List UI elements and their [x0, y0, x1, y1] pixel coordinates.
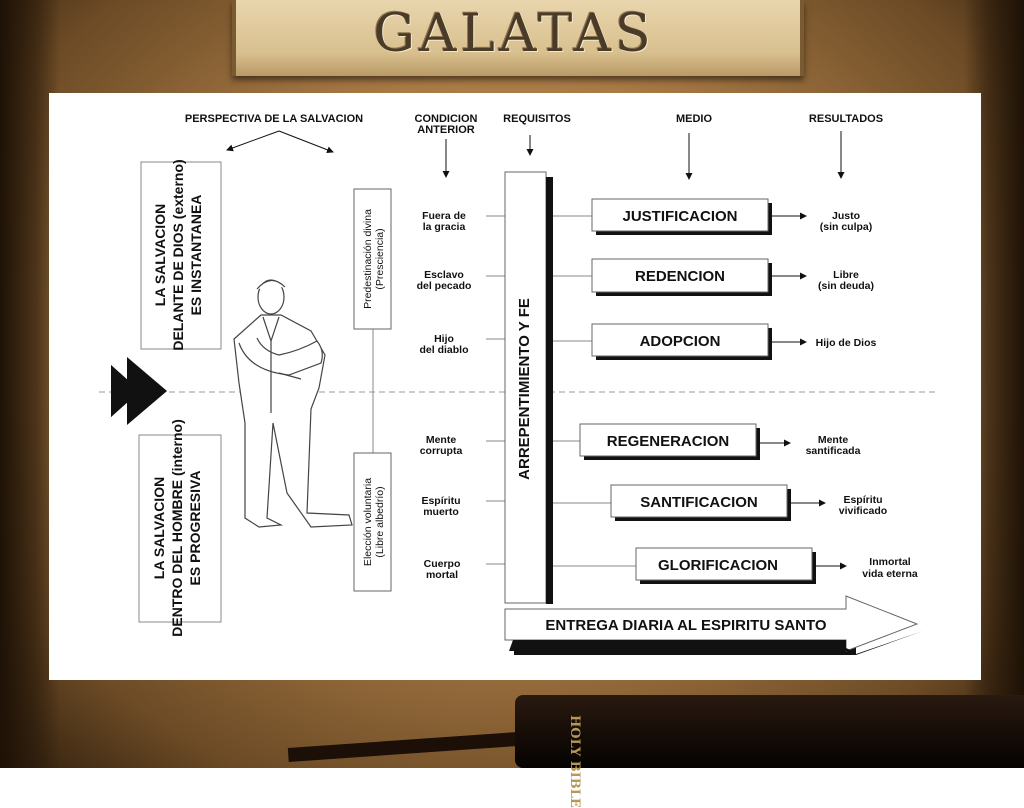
svg-text:JUSTIFICACION: JUSTIFICACION — [622, 208, 737, 225]
result-2-line1: Libre — [833, 269, 859, 281]
header-condicion-line2: ANTERIOR — [417, 124, 475, 136]
result-3-line1: Hijo de Dios — [816, 337, 877, 349]
result-5-line2: vivificado — [839, 505, 887, 517]
result-4-line1: Mente — [818, 434, 848, 446]
svg-text:Elección voluntaria: Elección voluntaria — [362, 478, 374, 566]
requirement-bar-shadow — [546, 177, 553, 604]
svg-text:DENTRO DEL HOMBRE (interno): DENTRO DEL HOMBRE (interno) — [169, 419, 185, 637]
means-box-redencion: REDENCION — [591, 258, 772, 296]
condition-3-line1: Hijo — [434, 333, 454, 345]
diagram-panel: PERSPECTIVA DE LA SALVACION CONDICION AN… — [49, 93, 981, 680]
condition-5-line2: muerto — [423, 506, 459, 518]
header-resultados: RESULTADOS — [809, 113, 883, 125]
title-plaque — [232, 0, 804, 76]
means-box-adopcion: ADOPCION — [591, 323, 772, 360]
means-box-justificacion: JUSTIFICACION — [591, 198, 772, 235]
condition-3-line2: del diablo — [419, 344, 468, 356]
svg-text:(Libre albedrío): (Libre albedrío) — [374, 486, 386, 557]
svg-text:LA SALVACION: LA SALVACION — [151, 477, 167, 579]
condition-6-line1: Cuerpo — [424, 558, 461, 570]
means-box-regeneracion: REGENERACION — [579, 423, 760, 460]
result-list: Justo (sin culpa) Libre (sin deuda) Hijo… — [806, 210, 918, 580]
condition-2-line2: del pecado — [417, 280, 472, 292]
bible-spine-text: HOLY BIBLE — [567, 715, 582, 808]
result-6-line2: vida eterna — [862, 568, 918, 580]
svg-text:ES PROGRESIVA: ES PROGRESIVA — [187, 471, 203, 586]
svg-text:ES INSTANTANEA: ES INSTANTANEA — [188, 195, 204, 316]
result-5-line1: Espíritu — [843, 494, 882, 506]
condition-1-line2: la gracia — [423, 221, 466, 233]
result-1-line1: Justo — [832, 210, 860, 222]
result-2-line2: (sin deuda) — [818, 280, 874, 292]
condition-4-line1: Mente — [426, 434, 456, 446]
condition-6-line2: mortal — [426, 569, 458, 581]
election-text: Elección voluntaria (Libre albedrío) — [362, 478, 386, 566]
means-box-glorificacion: GLORIFICACION — [635, 547, 816, 584]
salvation-internal-text: LA SALVACION DENTRO DEL HOMBRE (interno)… — [151, 419, 203, 637]
svg-text:REGENERACION: REGENERACION — [607, 433, 730, 450]
salvation-diagram: PERSPECTIVA DE LA SALVACION CONDICION AN… — [99, 113, 939, 655]
bible-book-image — [515, 695, 1024, 768]
man-figure-illustration — [233, 279, 353, 528]
condition-5-line1: Espíritu — [421, 495, 460, 507]
condition-connectors — [486, 215, 505, 565]
requirement-text: ARREPENTIMIENTO Y FE — [516, 298, 533, 480]
box-predestination — [353, 188, 392, 330]
svg-text:REDENCION: REDENCION — [635, 268, 725, 285]
bottom-arrow: ENTREGA DIARIA AL ESPIRITU SANTO — [504, 595, 923, 655]
result-arrows — [760, 212, 847, 570]
box-election — [353, 452, 392, 592]
bottom-arrow-label: ENTREGA DIARIA AL ESPIRITU SANTO — [545, 617, 826, 634]
svg-text:(Presciencia): (Presciencia) — [374, 228, 386, 289]
requirement-bar — [504, 171, 547, 604]
condition-list: Fuera de la gracia Esclavo del pecado Hi… — [417, 210, 472, 581]
header-arrows — [226, 130, 845, 180]
svg-text:ARREPENTIMIENTO Y FE: ARREPENTIMIENTO Y FE — [516, 298, 533, 480]
svg-text:LA SALVACION: LA SALVACION — [152, 204, 168, 306]
salvation-external-text: LA SALVACION DELANTE DE DIOS (externo) E… — [152, 159, 204, 350]
predestination-text: Predestinación divina (Presciencia) — [362, 209, 386, 309]
svg-text:SANTIFICACION: SANTIFICACION — [640, 494, 758, 511]
condition-1-line1: Fuera de — [422, 210, 466, 222]
header-condicion-line1: CONDICION — [415, 113, 478, 125]
condition-4-line2: corrupta — [420, 445, 463, 457]
result-4-line2: santificada — [806, 445, 861, 457]
double-chevron-icon — [111, 357, 167, 425]
svg-text:ADOPCION: ADOPCION — [640, 333, 721, 350]
result-6-line1: Inmortal — [869, 556, 911, 568]
result-1-line2: (sin culpa) — [820, 221, 873, 233]
means-box-santificacion: SANTIFICACION — [610, 484, 791, 521]
header-perspectiva: PERSPECTIVA DE LA SALVACION — [185, 113, 363, 125]
box-salvation-internal — [138, 434, 222, 623]
box-salvation-external — [140, 161, 222, 350]
svg-text:GLORIFICACION: GLORIFICACION — [658, 557, 778, 574]
page-title: GALATAS — [373, 4, 655, 64]
header-requisitos: REQUISITOS — [503, 113, 571, 125]
means-connectors — [553, 215, 636, 567]
svg-text:Predestinación divina: Predestinación divina — [362, 209, 374, 309]
header-medio: MEDIO — [676, 113, 713, 125]
condition-2-line1: Esclavo — [424, 269, 464, 281]
svg-text:DELANTE DE DIOS (externo): DELANTE DE DIOS (externo) — [170, 159, 186, 350]
